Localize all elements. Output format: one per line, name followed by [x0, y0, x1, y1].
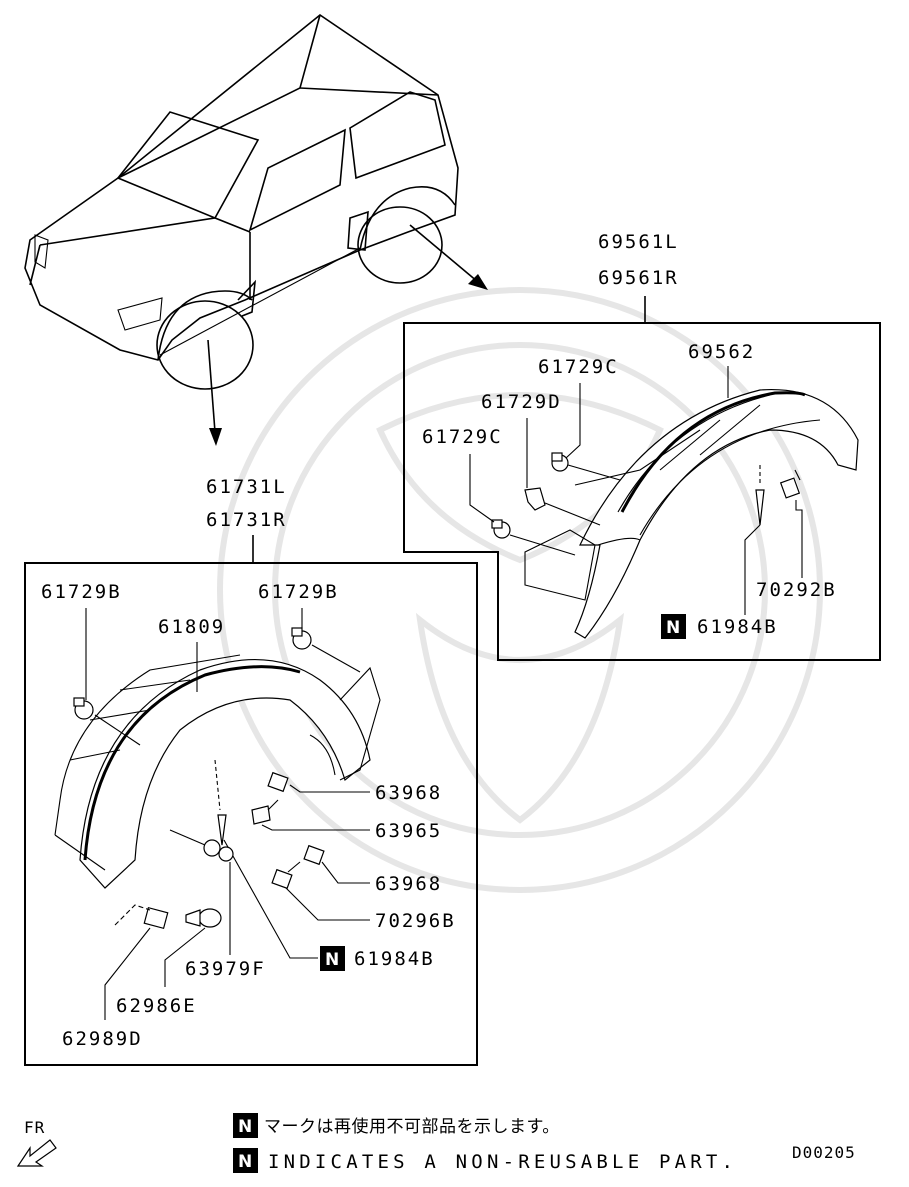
- rear-clip-c-left: [491, 519, 511, 539]
- front-fender-flare: [54, 654, 381, 889]
- rear-clip-c-left-label: 61729C: [422, 426, 503, 448]
- legend-n-mark-en: [233, 1148, 258, 1173]
- front-fender-group: 61731L 61731R 61809 61729B 61729B: [24, 476, 478, 1066]
- front-molding-label: 61809: [158, 616, 225, 638]
- front-washer: [203, 839, 234, 862]
- rear-fender-flare: [524, 388, 859, 639]
- vehicle-illustration: [24, 14, 488, 446]
- front-clip-b-left-label: 61729B: [41, 581, 122, 603]
- front-fender-frame: [24, 562, 478, 1066]
- front-bolt: [271, 861, 301, 890]
- front-grommet: [185, 908, 222, 928]
- front-clip-b-left: [73, 697, 94, 720]
- front-nut-lower: [303, 844, 325, 866]
- diagram-code: D00205: [792, 1143, 856, 1162]
- front-rivet-label: 61984B: [354, 948, 435, 970]
- rear-kit-left-label: 69561L: [598, 231, 679, 253]
- rear-molding-label: 69562: [688, 341, 755, 363]
- front-screw-label: 63965: [375, 820, 442, 842]
- front-washer-label: 63979F: [185, 958, 266, 980]
- front-direction-arrow-icon: [16, 1139, 57, 1167]
- rear-rivet-label: 61984B: [697, 616, 778, 638]
- front-kit-left-label: 61731L: [206, 476, 287, 498]
- rear-screw-label: 70292B: [756, 579, 837, 601]
- svg-text:N: N: [238, 1152, 252, 1172]
- front-rivet-n-mark: [320, 946, 345, 971]
- legend-note-en: INDICATES A NON-REUSABLE PART.: [268, 1151, 737, 1173]
- front-nut-lower-label: 63968: [375, 873, 442, 895]
- rear-rivet: [755, 489, 765, 526]
- rear-kit-right-label: 69561R: [598, 267, 679, 289]
- rear-clip-d-label: 61729D: [481, 391, 562, 413]
- front-clip-b-right: [291, 627, 312, 650]
- rear-rivet-n-mark: [661, 614, 686, 639]
- svg-text:N: N: [325, 950, 339, 970]
- rear-fender-frame: [403, 322, 881, 661]
- front-direction-label: FR: [24, 1118, 45, 1137]
- rear-clip-d: [524, 487, 546, 511]
- front-clip-b-right-label: 61729B: [258, 581, 339, 603]
- rear-clip-c-top-label: 61729C: [538, 356, 619, 378]
- rear-clip-c-top: [551, 452, 569, 472]
- front-nut-upper-label: 63968: [375, 782, 442, 804]
- front-rivet: [217, 814, 227, 846]
- front-grommet-label: 62986E: [116, 995, 197, 1017]
- front-bolt-label: 70296B: [375, 910, 456, 932]
- legend-n-mark-jp: [233, 1113, 258, 1138]
- footer: FR N マークは再使用不可部品を示します。 N INDICATES A NON…: [16, 1113, 856, 1173]
- front-screw: [251, 799, 279, 825]
- rear-fender-group: 69561L 69561R 69562 61729C 61729D: [403, 231, 881, 661]
- front-nut-upper: [267, 771, 289, 793]
- svg-text:N: N: [666, 618, 680, 638]
- front-clip-nut-label: 62989D: [62, 1028, 143, 1050]
- front-kit-right-label: 61731R: [206, 509, 287, 531]
- rear-screw: [779, 469, 801, 499]
- svg-text:N: N: [238, 1117, 252, 1137]
- front-clip-nut: [143, 906, 169, 930]
- legend-note-jp: マークは再使用不可部品を示します。: [264, 1116, 560, 1137]
